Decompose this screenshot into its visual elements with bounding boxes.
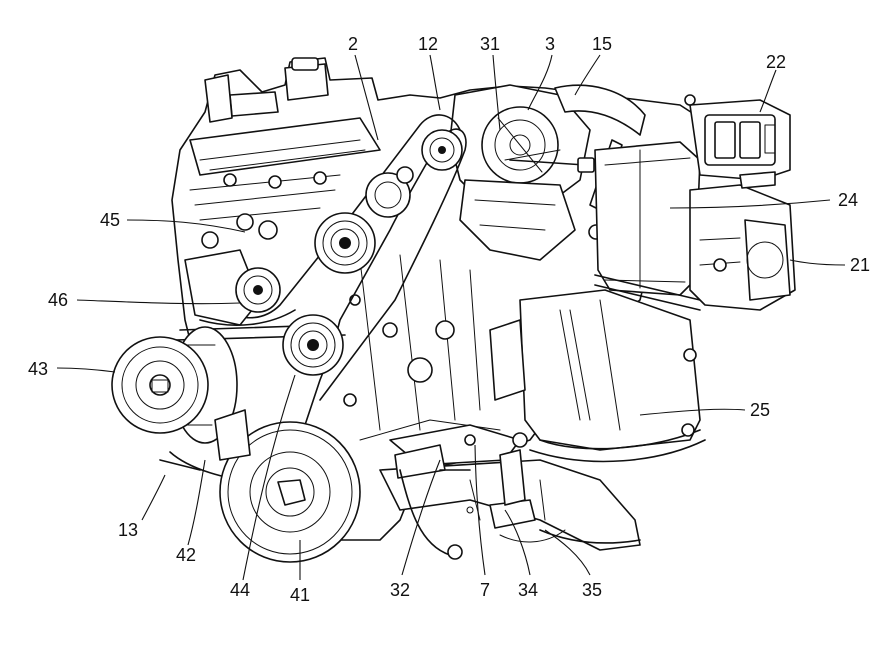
- label-43: 43: [28, 359, 48, 379]
- pulley-45: [314, 212, 376, 274]
- pulley-12: [421, 129, 463, 171]
- idler-pulley-44: [282, 314, 344, 376]
- label-42: 42: [176, 545, 196, 565]
- water-pump-2: [365, 166, 414, 218]
- label-35: 35: [582, 580, 602, 600]
- leader-lines: [56, 54, 846, 581]
- egr-valve: [684, 94, 791, 181]
- egr-cooler: [594, 141, 701, 311]
- label-31: 31: [480, 34, 500, 54]
- label-7: 7: [480, 580, 490, 600]
- pulley-41: [219, 421, 361, 563]
- intercooler: [489, 289, 706, 463]
- label-21: 21: [850, 255, 870, 275]
- callout-labels: 2 12 31 3 15 22 24 21 25 45 46 43 13 42 …: [28, 34, 870, 605]
- label-41: 41: [290, 585, 310, 605]
- label-46: 46: [48, 290, 68, 310]
- label-3: 3: [545, 34, 555, 54]
- label-24: 24: [838, 190, 858, 210]
- label-45: 45: [100, 210, 120, 230]
- label-2: 2: [348, 34, 358, 54]
- label-25: 25: [750, 400, 770, 420]
- turbocharger: [449, 84, 646, 261]
- accessory-drive: [111, 114, 467, 563]
- label-12: 12: [418, 34, 438, 54]
- label-22: 22: [766, 52, 786, 72]
- tensioner-46: [184, 249, 281, 326]
- label-44: 44: [230, 580, 250, 600]
- label-32: 32: [390, 580, 410, 600]
- label-15: 15: [592, 34, 612, 54]
- label-13: 13: [118, 520, 138, 540]
- throttle-body: [689, 171, 796, 311]
- label-34: 34: [518, 580, 538, 600]
- pulley-43: [111, 326, 238, 444]
